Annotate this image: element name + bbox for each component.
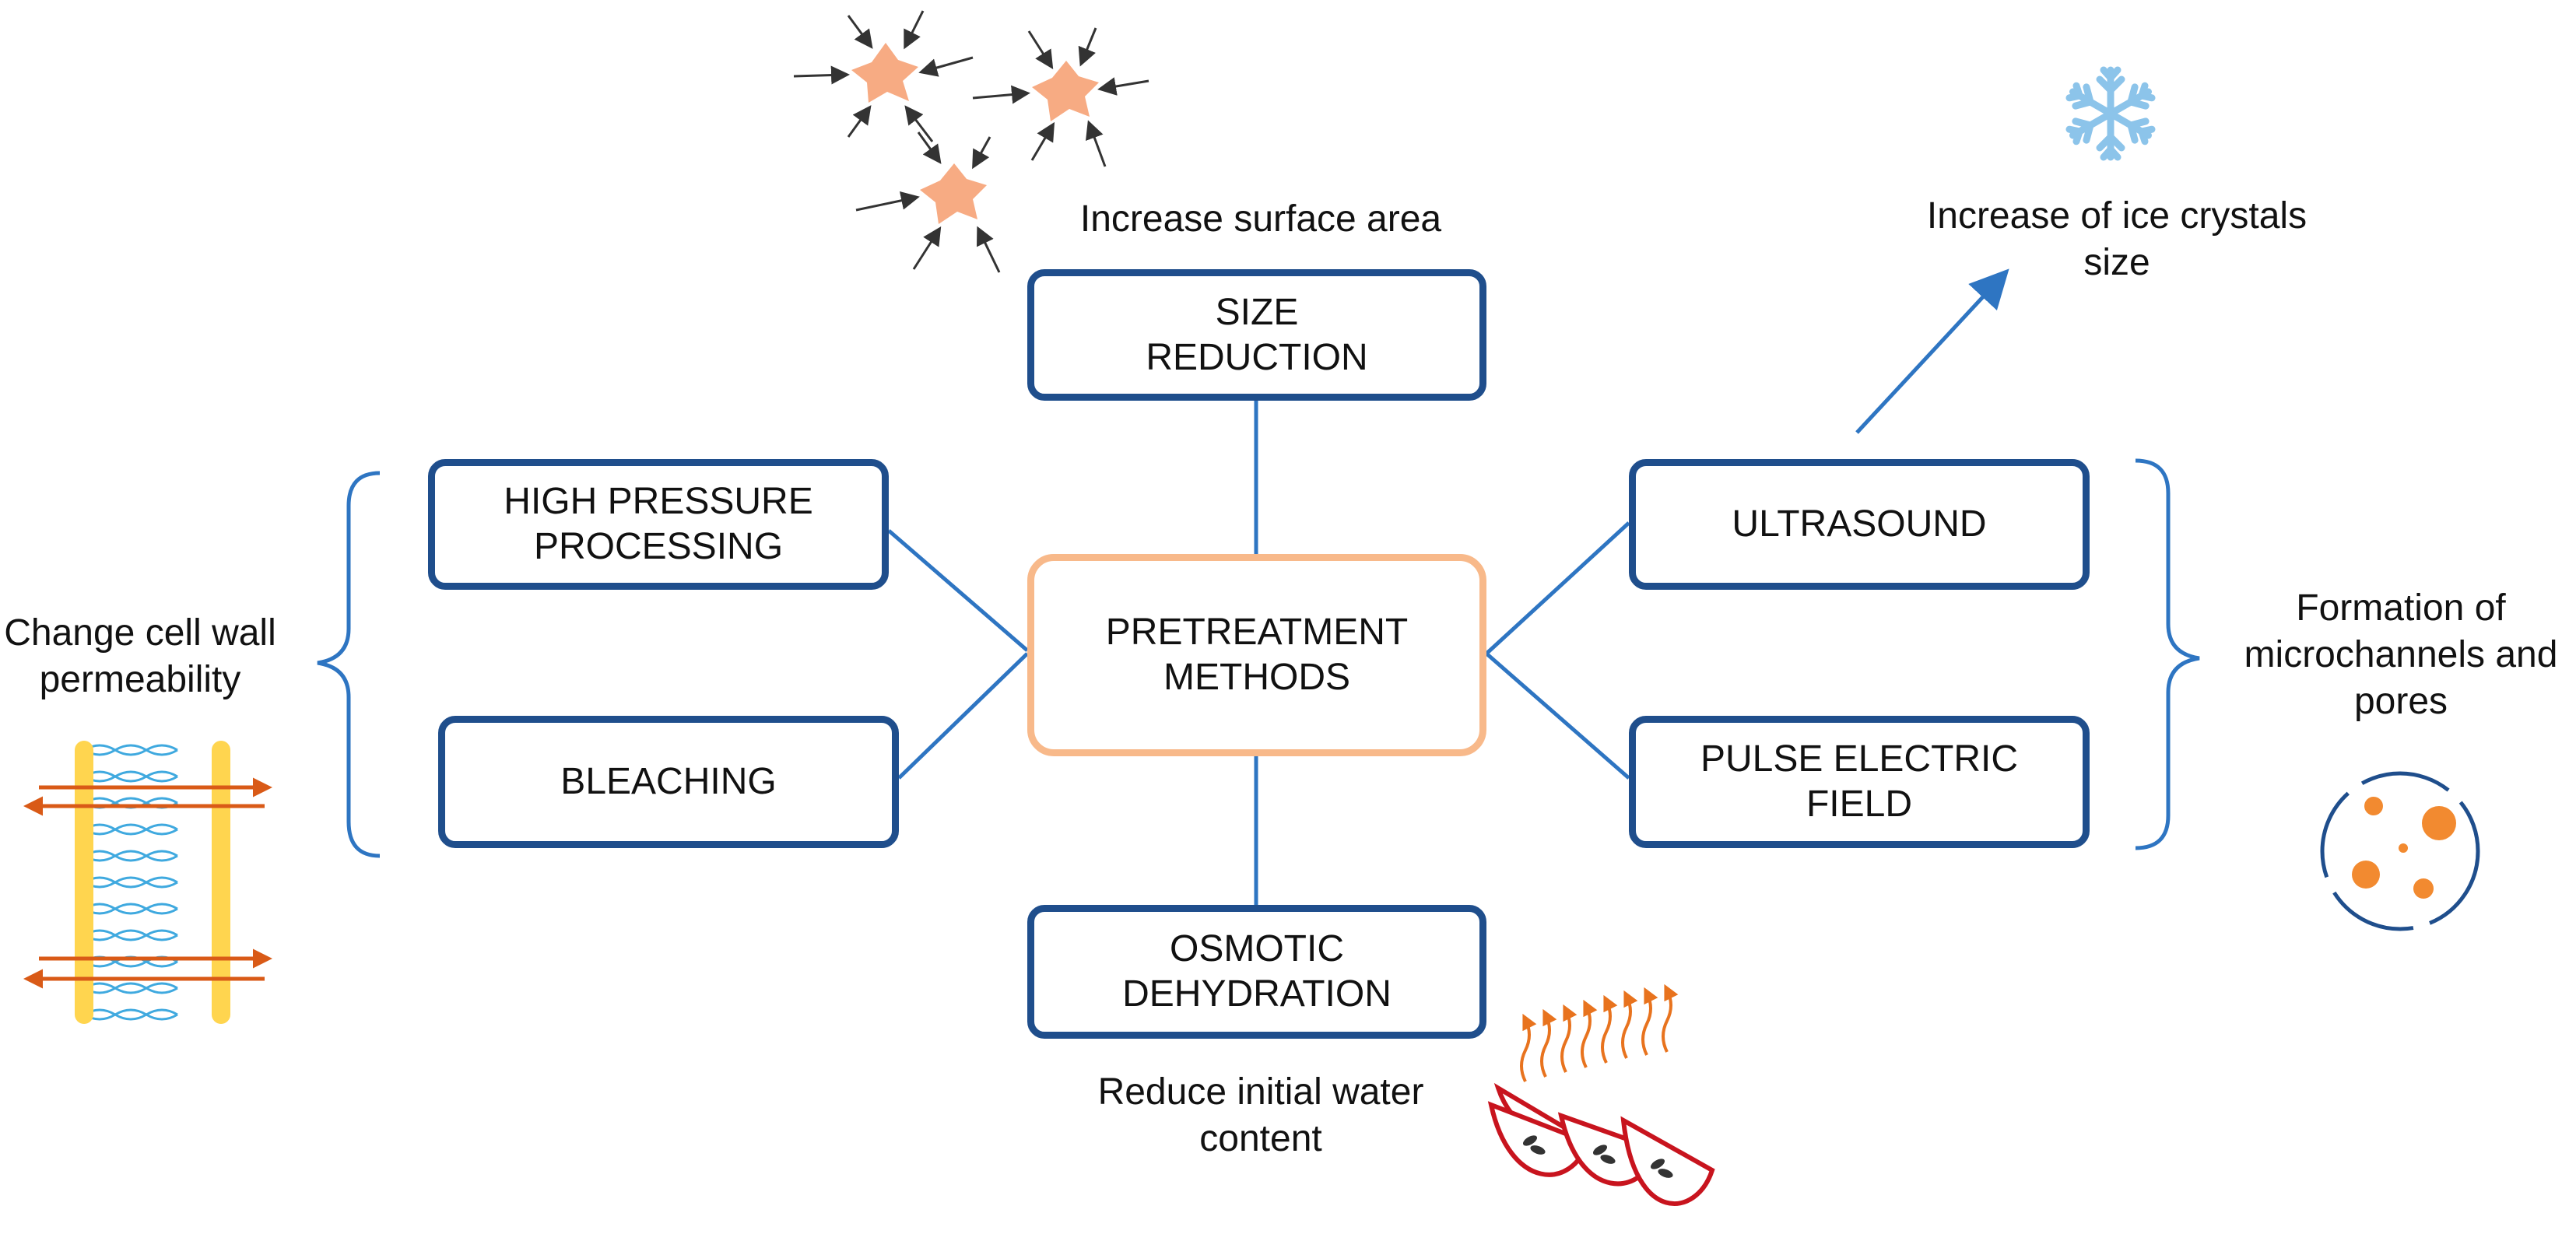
connector-ultrasound [1485, 521, 1630, 655]
high-pressure-box: HIGH PRESSURE PROCESSING [428, 459, 889, 590]
size-reduction-line1: SIZE [1215, 291, 1299, 333]
ice-crystals-label: Increase of ice crystals size [1852, 193, 2381, 286]
connector-pulse-electric [1485, 652, 1630, 780]
connector-bleaching [897, 652, 1029, 780]
ultrasound-box: ULTRASOUND [1629, 459, 2090, 590]
osmotic-box: OSMOTIC DEHYDRATION [1027, 905, 1486, 1039]
high-pressure-line1: HIGH PRESSURE [504, 481, 813, 522]
center-line2: METHODS [1163, 657, 1350, 698]
cell-wall-label: Change cell wall permeability [0, 610, 280, 703]
bleaching-box: BLEACHING [438, 716, 899, 848]
microchannels-line2: microchannels and [2244, 634, 2558, 675]
size-reduction-line2: REDUCTION [1146, 336, 1368, 378]
microchannels-label: Formation of microchannels and pores [2226, 585, 2576, 725]
cell-wall-line1: Change cell wall [4, 612, 276, 654]
water-content-label: Reduce initial water content [1012, 1069, 1510, 1162]
ice-crystals-line1: Increase of ice crystals [1926, 195, 2308, 237]
osmotic-line1: OSMOTIC [1170, 928, 1344, 969]
size-reduction-box: SIZE REDUCTION [1027, 269, 1486, 401]
bleaching-line1: BLEACHING [560, 761, 777, 802]
osmotic-line2: DEHYDRATION [1122, 973, 1392, 1015]
ice-crystal-arrow [1855, 268, 2009, 434]
ultrasound-line1: ULTRASOUND [1732, 503, 1987, 545]
microchannels-line1: Formation of [2296, 587, 2506, 629]
water-content-line1: Reduce initial water [1097, 1071, 1424, 1113]
high-pressure-line2: PROCESSING [533, 526, 784, 567]
water-content-line2: content [1199, 1118, 1322, 1159]
left-bracket [317, 471, 381, 858]
pulse-electric-box: PULSE ELECTRIC FIELD [1629, 716, 2090, 848]
pulse-electric-line1: PULSE ELECTRIC [1700, 738, 2019, 780]
pulse-electric-line2: FIELD [1806, 784, 1913, 825]
center-line1: PRETREATMENT [1105, 612, 1409, 653]
center-box: PRETREATMENT METHODS [1027, 554, 1486, 756]
cell-wall-line2: permeability [39, 659, 241, 700]
right-bracket [2135, 458, 2200, 850]
surface-area-line1: Increase surface area [1079, 198, 1442, 240]
connector-high-pressure [887, 529, 1029, 652]
microchannels-line3: pores [2353, 681, 2448, 722]
ice-crystals-line2: size [2083, 242, 2150, 283]
surface-area-label: Increase surface area [1035, 196, 1486, 243]
